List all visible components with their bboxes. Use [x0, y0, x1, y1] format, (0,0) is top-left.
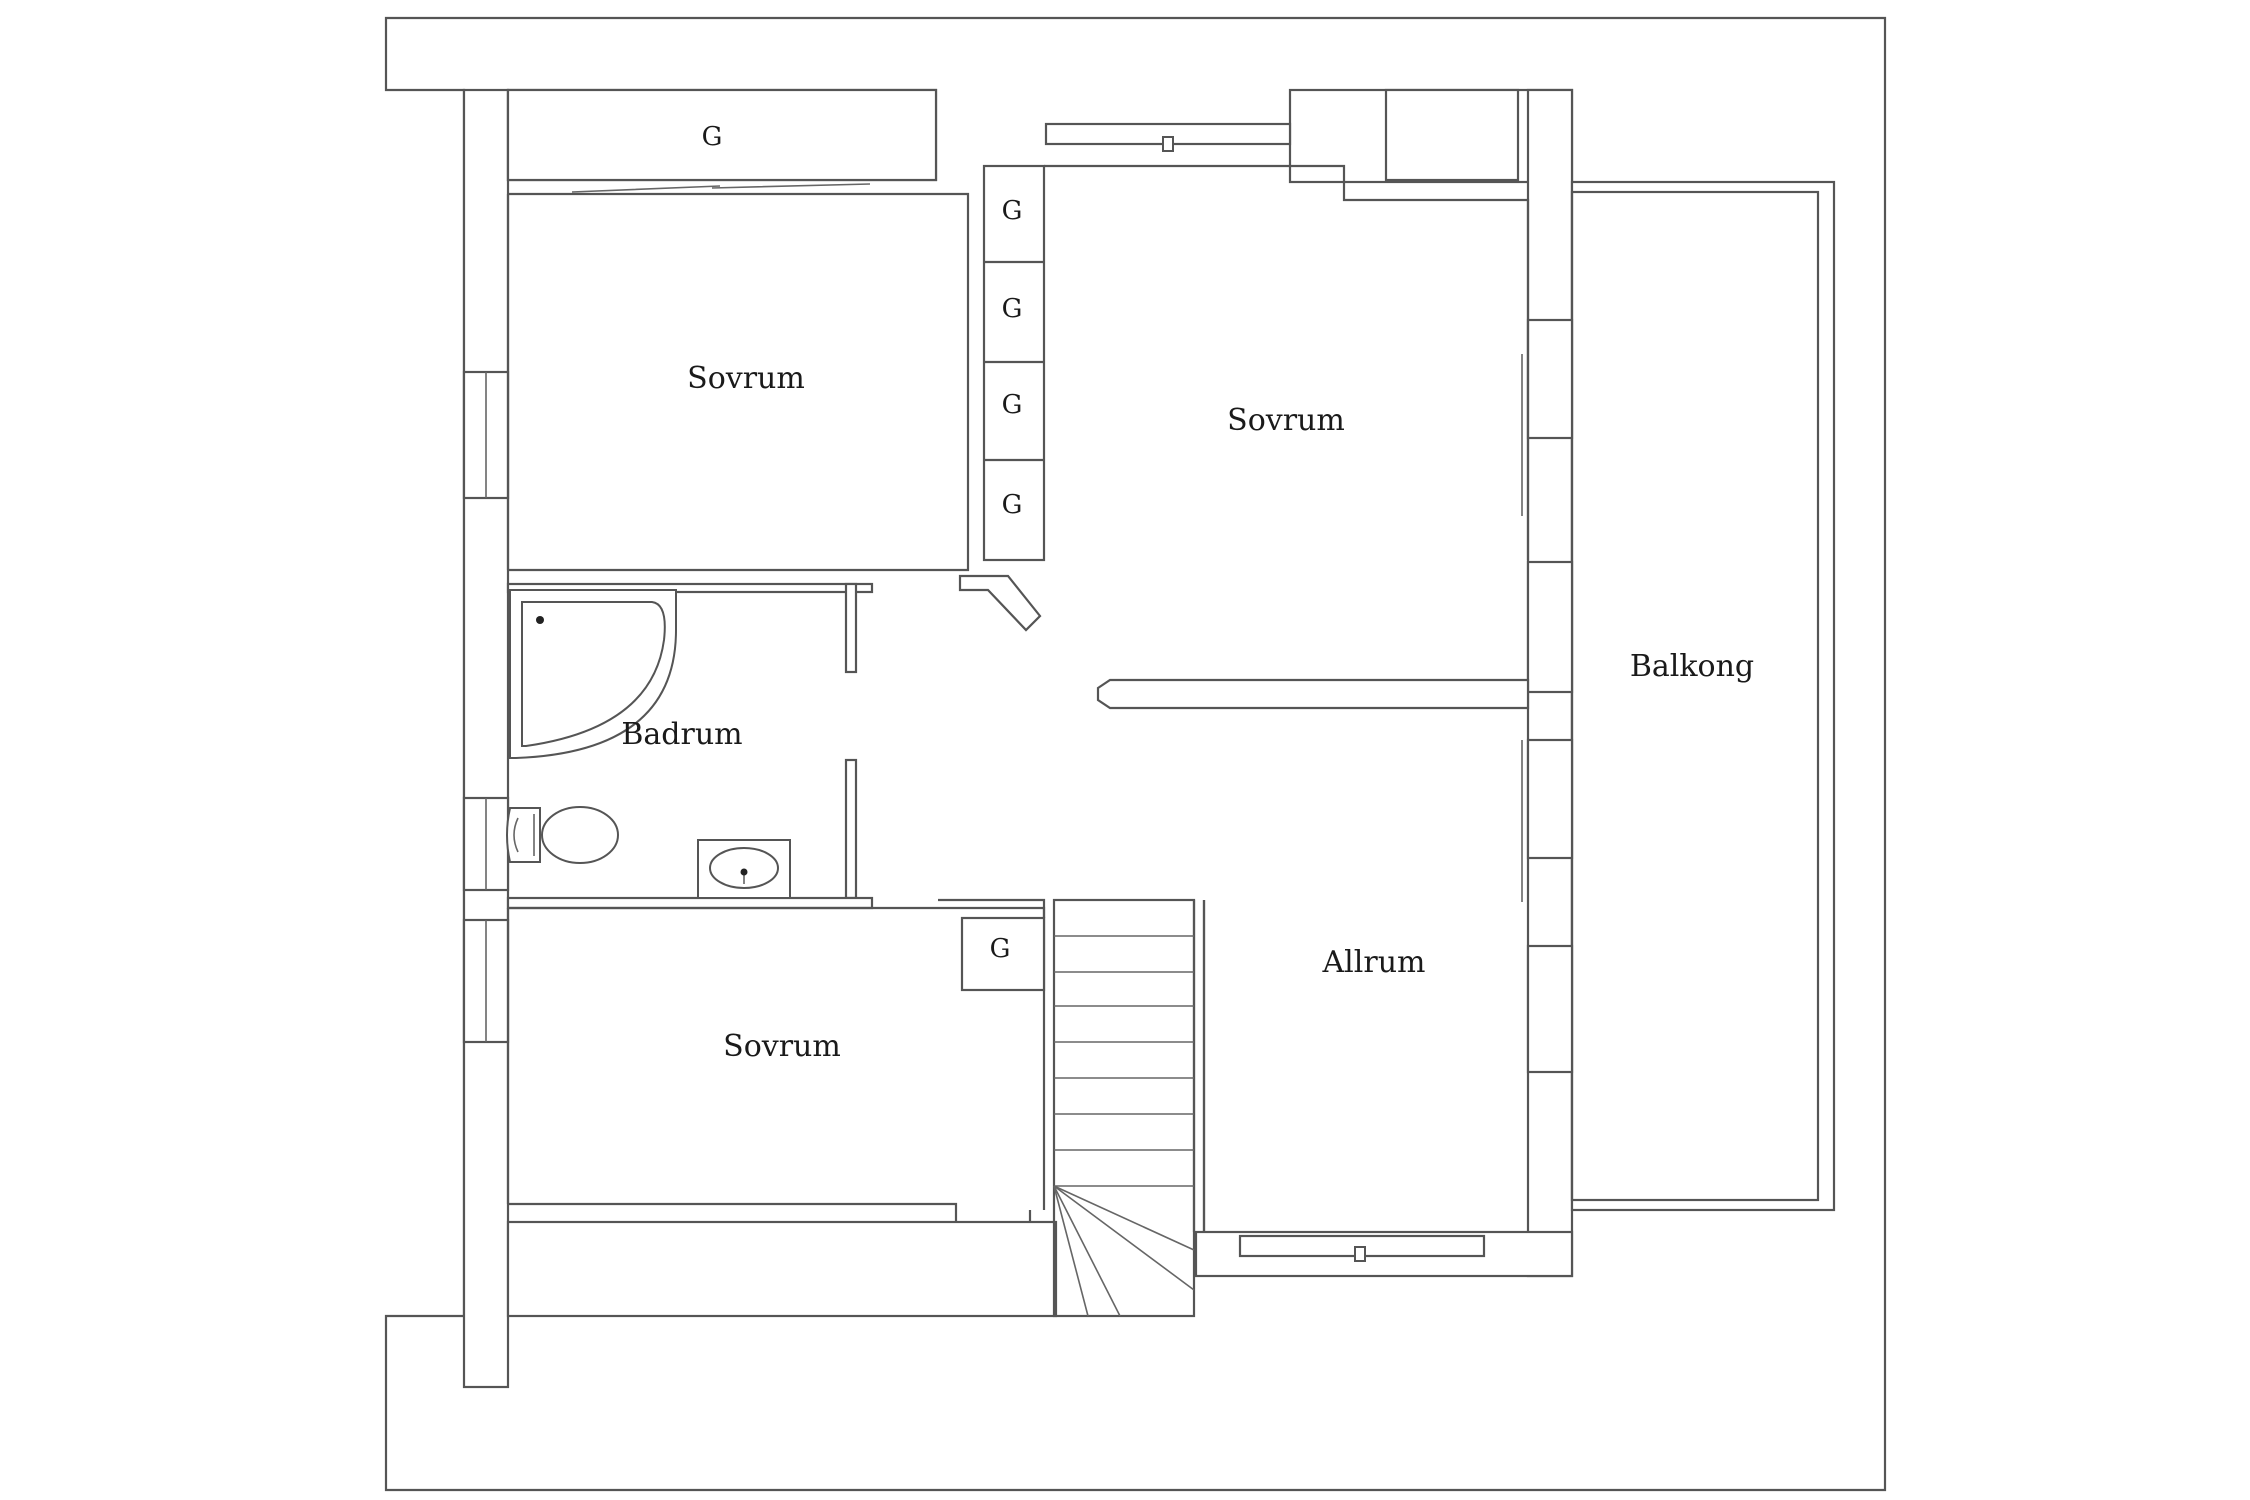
door-east-3 — [1526, 738, 1574, 860]
bathroom-wall-bottom — [506, 896, 874, 910]
wall-bedroom-allrum — [1096, 678, 1530, 710]
bathroom-wall-east-bottom — [844, 758, 858, 900]
room-label-sovrum-top-right: Sovrum — [1227, 403, 1345, 438]
exterior-wall-west — [462, 88, 510, 1389]
toilet — [506, 807, 541, 863]
balcony-inner — [1570, 190, 1820, 1202]
room-label-badrum: Badrum — [621, 717, 742, 752]
exterior-wall-south — [506, 1220, 1058, 1318]
staircase — [1052, 898, 1196, 1318]
bathroom-wall-top — [506, 582, 874, 594]
window-north-handle — [1162, 136, 1174, 152]
toilet-bowl — [541, 806, 619, 864]
sink-drain — [740, 868, 748, 876]
bedroom-top-left-walls — [506, 192, 970, 572]
closet-label-column-4: G — [1002, 490, 1023, 520]
site-boundary — [384, 16, 1887, 1492]
door-east-2 — [1526, 560, 1574, 694]
closet-stair-wall — [938, 898, 1046, 918]
bathtub-inner — [521, 601, 666, 747]
stair-treads — [1053, 935, 1195, 1317]
closet-label-top: G — [702, 122, 723, 152]
bedroom-top-right-walls — [1044, 164, 1530, 560]
room-label-sovrum-bottom: Sovrum — [723, 1029, 841, 1064]
balcony-outline — [1570, 180, 1836, 1212]
closet-label-column-2: G — [1002, 294, 1023, 324]
closet-stair — [960, 916, 1046, 992]
door-east-1 — [1526, 318, 1574, 440]
bathtub-drain — [536, 616, 544, 624]
wall-block-northeast — [1384, 88, 1520, 182]
bathroom-wall-east-top — [844, 582, 858, 674]
closet-top-doors — [571, 183, 871, 193]
window-east-4 — [1526, 944, 1574, 1074]
room-label-sovrum-top-left: Sovrum — [687, 361, 805, 396]
closet-top — [506, 88, 938, 182]
closet-label-column-1: G — [1002, 196, 1023, 226]
closet-label-column-3: G — [1002, 390, 1023, 420]
room-label-allrum: Allrum — [1322, 945, 1426, 980]
closet-label-stair: G — [990, 934, 1011, 964]
sink-basin — [709, 847, 779, 889]
toilet-seat — [513, 814, 535, 856]
room-label-balkong: Balkong — [1630, 649, 1754, 684]
window-south-handle — [1354, 1246, 1366, 1262]
angled-wall — [958, 574, 1042, 632]
